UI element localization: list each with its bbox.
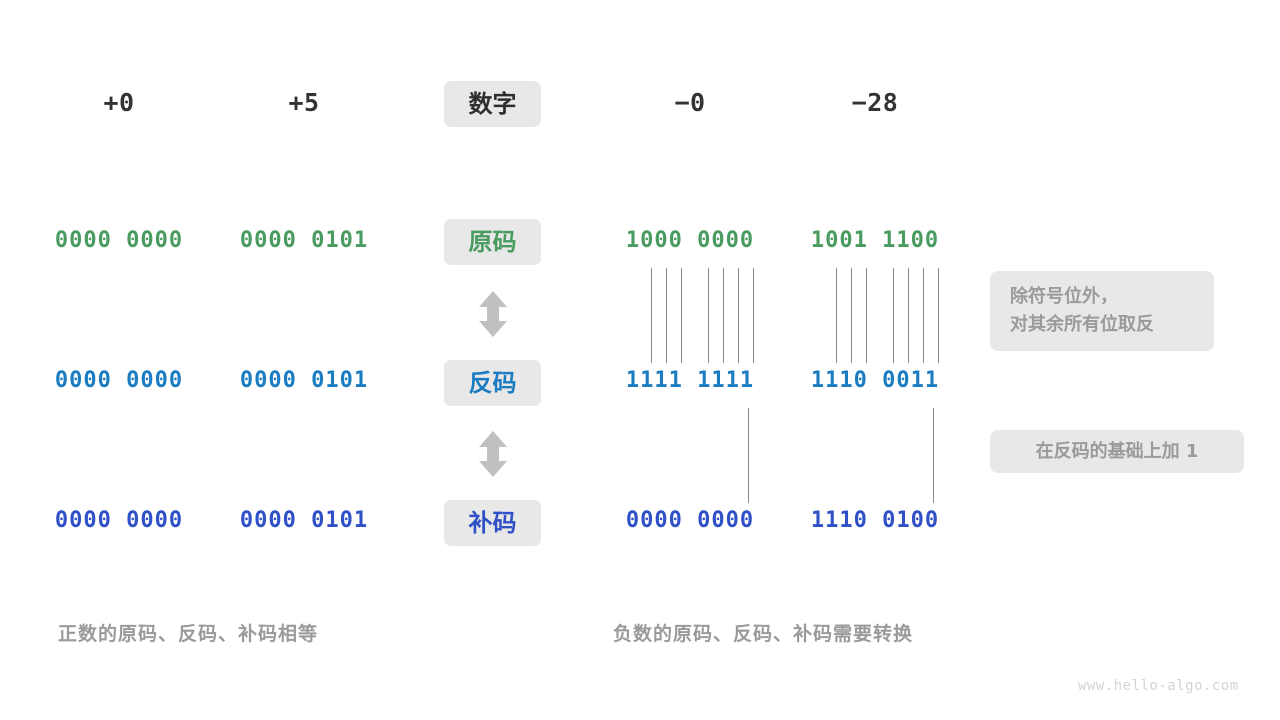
- bit-connector-line: [738, 268, 739, 363]
- bit-connector-line: [893, 268, 894, 363]
- bit-connector-line: [651, 268, 652, 363]
- bit-connector-line: [753, 268, 754, 363]
- cell-twos-complement-plus-five: 0000 0101: [239, 508, 369, 533]
- row-label-number: 数字: [444, 81, 541, 127]
- caption-positive-numbers: 正数的原码、反码、补码相等: [58, 623, 319, 645]
- cell-sign-magnitude-plus-zero: 0000 0000: [54, 228, 184, 253]
- bit-connector-line: [666, 268, 667, 363]
- double-arrow-icon-ones-to-twos: [476, 430, 510, 482]
- bit-connector-line: [938, 268, 939, 363]
- cell-twos-complement-minus-zero: 0000 0000: [625, 508, 755, 533]
- column-header-minus-28: −28: [851, 88, 899, 117]
- note-invert-bits: 除符号位外， 对其余所有位取反: [990, 271, 1214, 351]
- note-add-one: 在反码的基础上加 1: [990, 430, 1244, 473]
- cell-sign-magnitude-plus-five: 0000 0101: [239, 228, 369, 253]
- bit-connector-line: [908, 268, 909, 363]
- bit-connector-line: [723, 268, 724, 363]
- row-label-sign-magnitude: 原码: [444, 219, 541, 265]
- double-arrow-icon-sign-to-ones: [476, 290, 510, 342]
- bit-connector-line: [866, 268, 867, 363]
- watermark-url: www.hello-algo.com: [1078, 678, 1239, 694]
- bit-connector-line: [851, 268, 852, 363]
- bit-connector-line: [923, 268, 924, 363]
- cell-ones-complement-plus-five: 0000 0101: [239, 368, 369, 393]
- column-header-plus-five: +5: [288, 88, 320, 117]
- cell-twos-complement-plus-zero: 0000 0000: [54, 508, 184, 533]
- column-header-plus-zero: +0: [103, 88, 135, 117]
- bit-connector-line: [836, 268, 837, 363]
- cell-sign-magnitude-minus-28: 1001 1100: [810, 228, 940, 253]
- cell-twos-complement-minus-28: 1110 0100: [810, 508, 940, 533]
- caption-negative-numbers: 负数的原码、反码、补码需要转换: [613, 623, 914, 645]
- bit-connector-line: [681, 268, 682, 363]
- cell-ones-complement-minus-28: 1110 0011: [810, 368, 940, 393]
- bit-connector-line: [708, 268, 709, 363]
- carry-connector-line: [933, 408, 934, 503]
- column-header-minus-zero: −0: [674, 88, 706, 117]
- cell-ones-complement-minus-zero: 1111 1111: [625, 368, 755, 393]
- cell-sign-magnitude-minus-zero: 1000 0000: [625, 228, 755, 253]
- cell-ones-complement-plus-zero: 0000 0000: [54, 368, 184, 393]
- carry-connector-line: [748, 408, 749, 503]
- row-label-ones-complement: 反码: [444, 360, 541, 406]
- row-label-twos-complement: 补码: [444, 500, 541, 546]
